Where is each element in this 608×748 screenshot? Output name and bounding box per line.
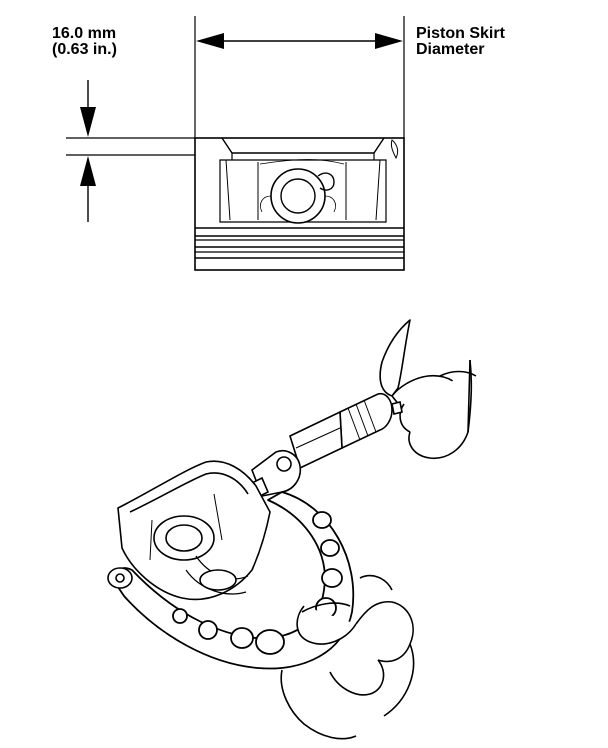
upper-hand [379,319,477,459]
wrist-pin-hole [260,168,336,224]
dimension-label: 16.0 mm (0.63 in.) [52,26,117,58]
micrometer-anvil [107,567,133,589]
diameter-arrow [196,33,403,49]
skirt-label-line1: Piston Skirt [416,25,505,42]
skirt-label-line2: Diameter [416,41,485,58]
lower-hand [280,574,415,740]
measured-piston [117,460,271,601]
micrometer-thimble [289,392,403,470]
skirt-diameter-label: Piston Skirt Diameter [416,26,505,58]
dimension-imperial: (0.63 in.) [52,41,117,58]
down-arrow [80,80,96,137]
up-arrow [80,156,96,222]
dimension-metric: 16.0 mm [52,25,117,42]
